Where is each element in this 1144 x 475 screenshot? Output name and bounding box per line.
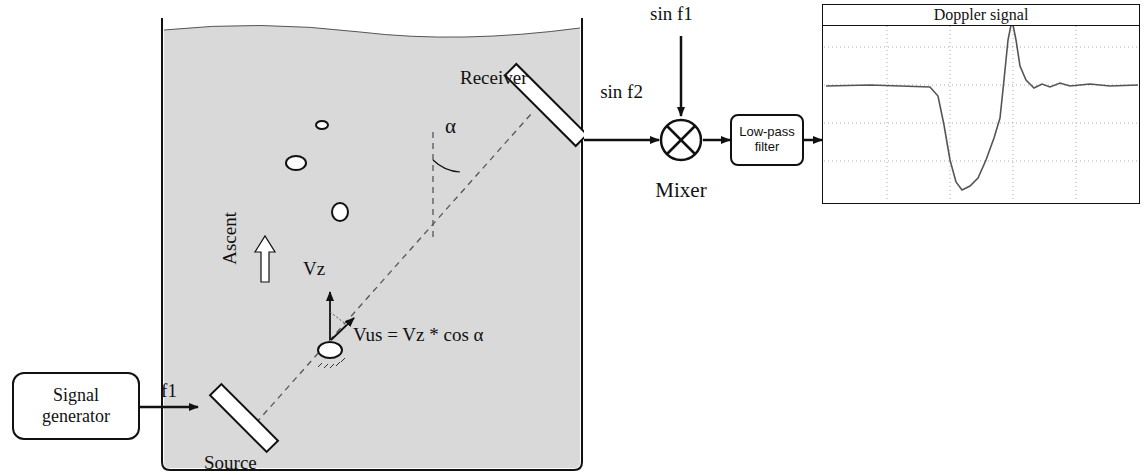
process-box: Signal generator [12,372,140,440]
water-surface [164,25,580,37]
ascent-arrow [255,236,275,282]
velocity-label: Vz [303,259,325,280]
bubble [286,156,306,170]
water [164,25,580,468]
signal-wire [703,139,730,142]
transducer-plate: Receiver [458,55,584,159]
mixer-symbol: Mixer [659,118,703,162]
bubble [318,342,342,358]
vertical-reference [432,132,433,240]
signal-name: sin f1 [650,4,693,25]
beam-path [256,113,532,423]
projection-line [330,312,347,325]
velocity-formula: Vus = Vz * cos α [353,325,484,346]
chart-grid [824,26,1138,202]
doppler-trace [826,20,1138,190]
direction-label: Ascent [220,212,241,265]
signal-wire [804,139,822,142]
signal-name: sin f2 [600,82,643,103]
process-box: Low-pass filter [730,114,804,166]
mixer-outline [659,118,703,162]
chart-panel: Doppler signal [822,4,1140,204]
vus-arrow [331,318,354,340]
vz-arrow [329,292,331,340]
part-name: Receiver [460,67,528,89]
box-label: Signal generator [18,385,134,426]
angle-label: α [445,115,456,138]
tank [162,18,582,470]
signal-wire [584,139,659,142]
chart-title: Doppler signal [823,5,1139,26]
box-label: Low-pass filter [736,125,798,155]
bubble [332,203,348,221]
part-name: Source [204,452,257,474]
transducer-plate: Source [198,380,290,472]
wake-marks [318,358,345,368]
part-name: Mixer [655,178,706,203]
bubble [316,121,328,129]
reference-input [680,36,683,116]
signal-name: f1 [161,381,177,402]
angle-arc [433,160,460,172]
signal-wire [140,406,198,409]
